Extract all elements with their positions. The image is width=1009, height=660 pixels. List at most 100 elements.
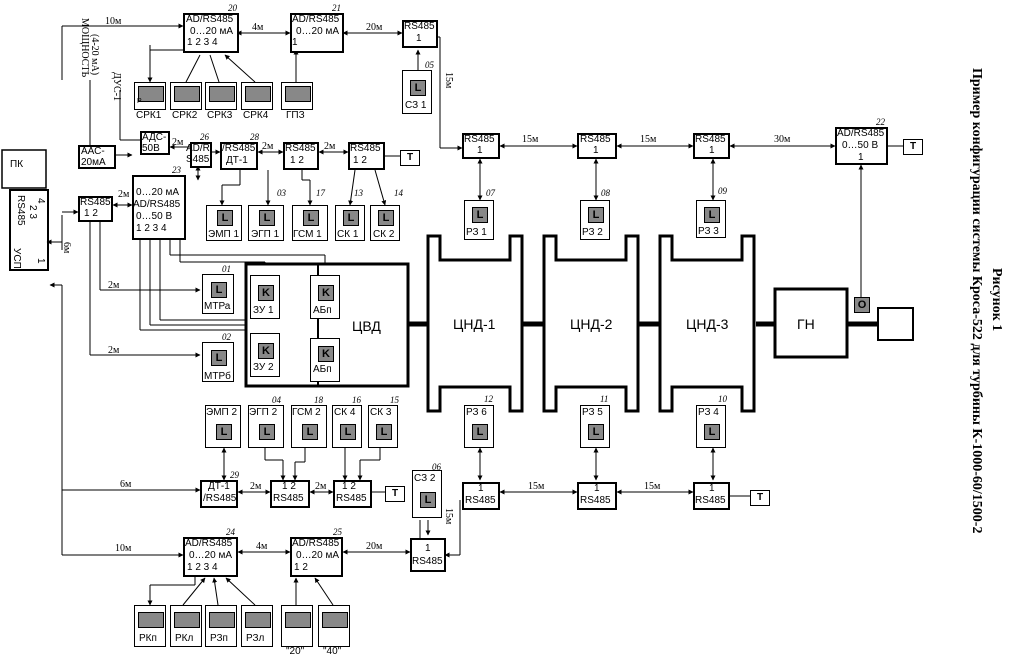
module-21[interactable] (290, 13, 344, 53)
module-28[interactable] (220, 142, 258, 170)
rs485-12-b-l2: 1 2 (353, 155, 367, 166)
rs485-lower-3-l1: 1 (709, 483, 715, 494)
sensor-gpz-label: ГПЗ (286, 110, 305, 121)
terminator-lower-right: Т (750, 490, 770, 506)
module-25[interactable] (290, 537, 343, 577)
module-25-l1: AD/RS485 (292, 538, 340, 549)
rs485-12-a[interactable] (283, 142, 319, 170)
converter-adc-l1: АДС- (142, 132, 167, 143)
module-23-l3: 0…50 В (136, 211, 173, 222)
cnd1-shape (426, 234, 524, 413)
rs485-top-sz1[interactable] (402, 20, 438, 48)
sensor-num-03: 03 (277, 188, 286, 198)
dist-chain-15m-b: 15м (640, 134, 657, 145)
sensor-num-15: 15 (390, 395, 399, 405)
sensor-num-14: 14 (394, 188, 403, 198)
sensor-rz3-label: РЗ 3 (698, 226, 719, 237)
module-22[interactable] (835, 127, 888, 165)
sensor-num-09: 09 (718, 186, 727, 196)
sensor-rzp-label: РЗп (210, 633, 228, 644)
rs485-lower-3[interactable] (693, 482, 730, 510)
turbine-cnd1-label: ЦНД-1 (453, 316, 496, 332)
sensor-rz3-glyph: L (704, 207, 720, 223)
rs485-12-a-l1: RS485 (285, 143, 316, 154)
pc-ch234: 2 3 (27, 205, 38, 219)
module-21-line1: AD/RS485 (292, 14, 340, 25)
dist-top-20m: 20м (366, 22, 383, 33)
sensor-sk4-label: СК 4 (334, 407, 356, 418)
rs485-bottom-sz2-l1: 1 (425, 543, 431, 554)
terminator-22: Т (903, 139, 923, 155)
sensor-num-02: 02 (222, 332, 231, 342)
cnd2-shape (542, 234, 640, 413)
rs485-bottom-sz2[interactable] (410, 538, 446, 572)
rs485-chain-2-l1: RS485 (580, 134, 611, 145)
rs485-12-b[interactable] (348, 142, 385, 170)
sensor-num-17: 17 (316, 188, 325, 198)
rs485-lower-12b[interactable] (333, 480, 372, 508)
sensor-gsm1-label: ГСМ 1 (293, 229, 322, 240)
rs485-chain-3[interactable] (693, 133, 730, 159)
converter-aac[interactable] (78, 145, 116, 169)
module-29-l1: ДТ-1 (208, 481, 230, 492)
module-23[interactable] (132, 175, 186, 240)
dist-lower-15m-a: 15м (528, 481, 545, 492)
turbine-cvd-label: ЦВД (352, 318, 381, 334)
sensor-rz1-label: РЗ 1 (466, 227, 487, 238)
module-23-num: 23 (172, 165, 181, 175)
sensor-rkl-label: РКл (175, 633, 194, 644)
sensor-rz5 (580, 405, 610, 448)
sensor-srk2-label: СРК2 (172, 110, 198, 121)
sensor-num-01: 01 (222, 264, 231, 274)
module-29-num: 29 (230, 470, 239, 480)
sensor-sz1-label: СЗ 1 (405, 100, 427, 111)
rs485-chain-1-l2: 1 (477, 145, 483, 156)
pc-label: ПК (10, 159, 24, 170)
rs485-left[interactable] (78, 196, 113, 222)
pc-rs-label: RS485 (15, 195, 26, 226)
sensor-sk1-label: СК 1 (337, 229, 359, 240)
module-21-line3: 1 (292, 37, 298, 48)
module-20-line1: AD/RS485 (186, 14, 234, 25)
sensor-egp2-label: ЭГП 2 (249, 407, 278, 418)
sensor-rz2-glyph: L (588, 207, 604, 223)
sensor-sz2-label: СЗ 2 (414, 473, 436, 484)
module-28-num: 28 (250, 132, 259, 142)
module-24-l2: 0…20 мА (189, 550, 233, 561)
sensor-zu1-label: ЗУ 1 (253, 305, 274, 316)
rs485-lower-1[interactable] (462, 482, 500, 510)
rs485-chain-2-l2: 1 (593, 145, 599, 156)
rs485-12-b-l1: RS485 (350, 143, 381, 154)
dist-28-2m: 2м (262, 141, 274, 152)
sensor-gn-glyph: O (854, 297, 870, 313)
rs485-chain-1[interactable] (462, 133, 500, 159)
figure-title: Пример конфигурации системы Кроса-522 дл… (969, 68, 984, 534)
sensor-emp2-glyph: L (216, 424, 232, 440)
module-26[interactable] (190, 142, 212, 168)
rs485-lower-2[interactable] (577, 482, 617, 510)
module-29[interactable] (200, 480, 238, 508)
turbine-gn-label: ГН (797, 316, 815, 332)
figure-number: Рисунок 1 (989, 268, 1004, 332)
module-20[interactable] (183, 13, 239, 53)
rs485-chain-2[interactable] (577, 133, 617, 159)
dist-mtra-2m: 2м (108, 280, 120, 291)
sensor-sk3-glyph: L (376, 424, 392, 440)
module-25-l3: 1 2 (294, 562, 308, 573)
converter-adc[interactable] (140, 131, 170, 155)
module-26-l1: AD/R (186, 143, 210, 154)
dist-sz1-15m: 15м (443, 72, 454, 89)
sensor-gpz (281, 82, 313, 110)
module-24[interactable] (183, 537, 238, 577)
rs485-lower-3-l2: RS485 (695, 495, 726, 506)
sensor-egp1-glyph: L (259, 210, 275, 226)
rs485-lower-12b-l2: RS485 (336, 493, 367, 504)
sensor-srk4 (241, 82, 273, 110)
rs485-lower-1-l2: RS485 (465, 495, 496, 506)
rs485-lower-12a[interactable] (270, 480, 310, 508)
sensor-num-05: 05 (425, 60, 434, 70)
cnd3-shape (658, 234, 756, 413)
module-26-num: 26 (200, 132, 209, 142)
dist-bottom-4m: 4м (256, 541, 268, 552)
dist-top-4m: 4м (252, 22, 264, 33)
